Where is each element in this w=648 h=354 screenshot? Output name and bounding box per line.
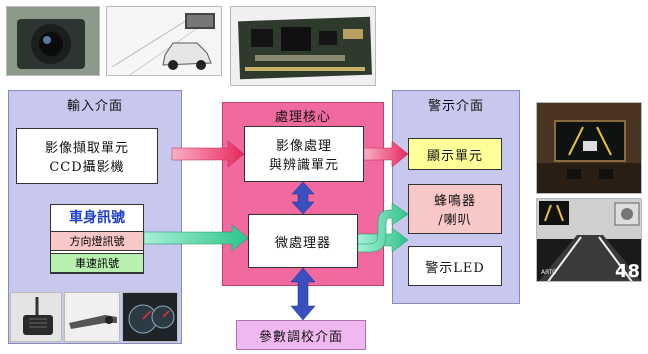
turn-stalk-photo [64, 292, 120, 342]
circuit-board-photo [230, 6, 376, 86]
lane-camera-view-photo: ARTC 48 [536, 198, 642, 282]
image-processing-label: 影像處理 [275, 139, 332, 154]
warning-interface-title: 警示介面 [427, 98, 484, 114]
arrow-processing-to-display [363, 140, 409, 168]
arrow-mcu-to-buzzer [357, 202, 409, 253]
speedometer-photo [122, 292, 178, 342]
recognition-unit-label: 與辨識單元 [268, 158, 339, 173]
ccd-camera-photo [6, 6, 100, 76]
speed-signal-box: 車速訊號 [50, 253, 144, 273]
vehicle-signal-label: 車身訊號 [69, 210, 125, 226]
parameter-tuning-interface-box: 參數調校介面 [236, 320, 366, 350]
arrow-capture-to-processing [171, 140, 245, 168]
turn-signal-box: 方向燈訊號 [50, 231, 144, 251]
input-interface-title: 輸入介面 [66, 98, 123, 114]
pedal-photo [10, 292, 62, 342]
microprocessor-box: 微處理器 [248, 214, 358, 268]
image-capture-unit-box: 影像擷取單元 CCD攝影機 [16, 128, 158, 184]
image-processing-unit-box: 影像處理 與辨識單元 [244, 126, 364, 182]
arrow-signals-to-mcu [143, 224, 249, 252]
hud-speed-number: 48 [615, 261, 641, 282]
ccd-camera-label: CCD攝影機 [49, 160, 125, 175]
image-capture-label: 影像擷取單元 [44, 141, 129, 156]
hud-label: ARTC [541, 269, 557, 276]
arrow-mcu-param-bidirectional [290, 267, 316, 321]
warning-led-box: 警示LED [408, 246, 502, 286]
dashboard-display-photo [536, 102, 642, 194]
car-camera-photo [106, 6, 222, 76]
buzzer-speaker-box: 蜂鳴器 /喇叭 [408, 184, 502, 234]
processing-core-title: 處理核心 [274, 109, 331, 125]
buzzer-label: 蜂鳴器 [433, 194, 476, 209]
arrow-processing-mcu-bidirectional [291, 181, 315, 215]
speaker-label: /喇叭 [438, 213, 472, 228]
display-unit-box: 顯示單元 [408, 138, 502, 170]
